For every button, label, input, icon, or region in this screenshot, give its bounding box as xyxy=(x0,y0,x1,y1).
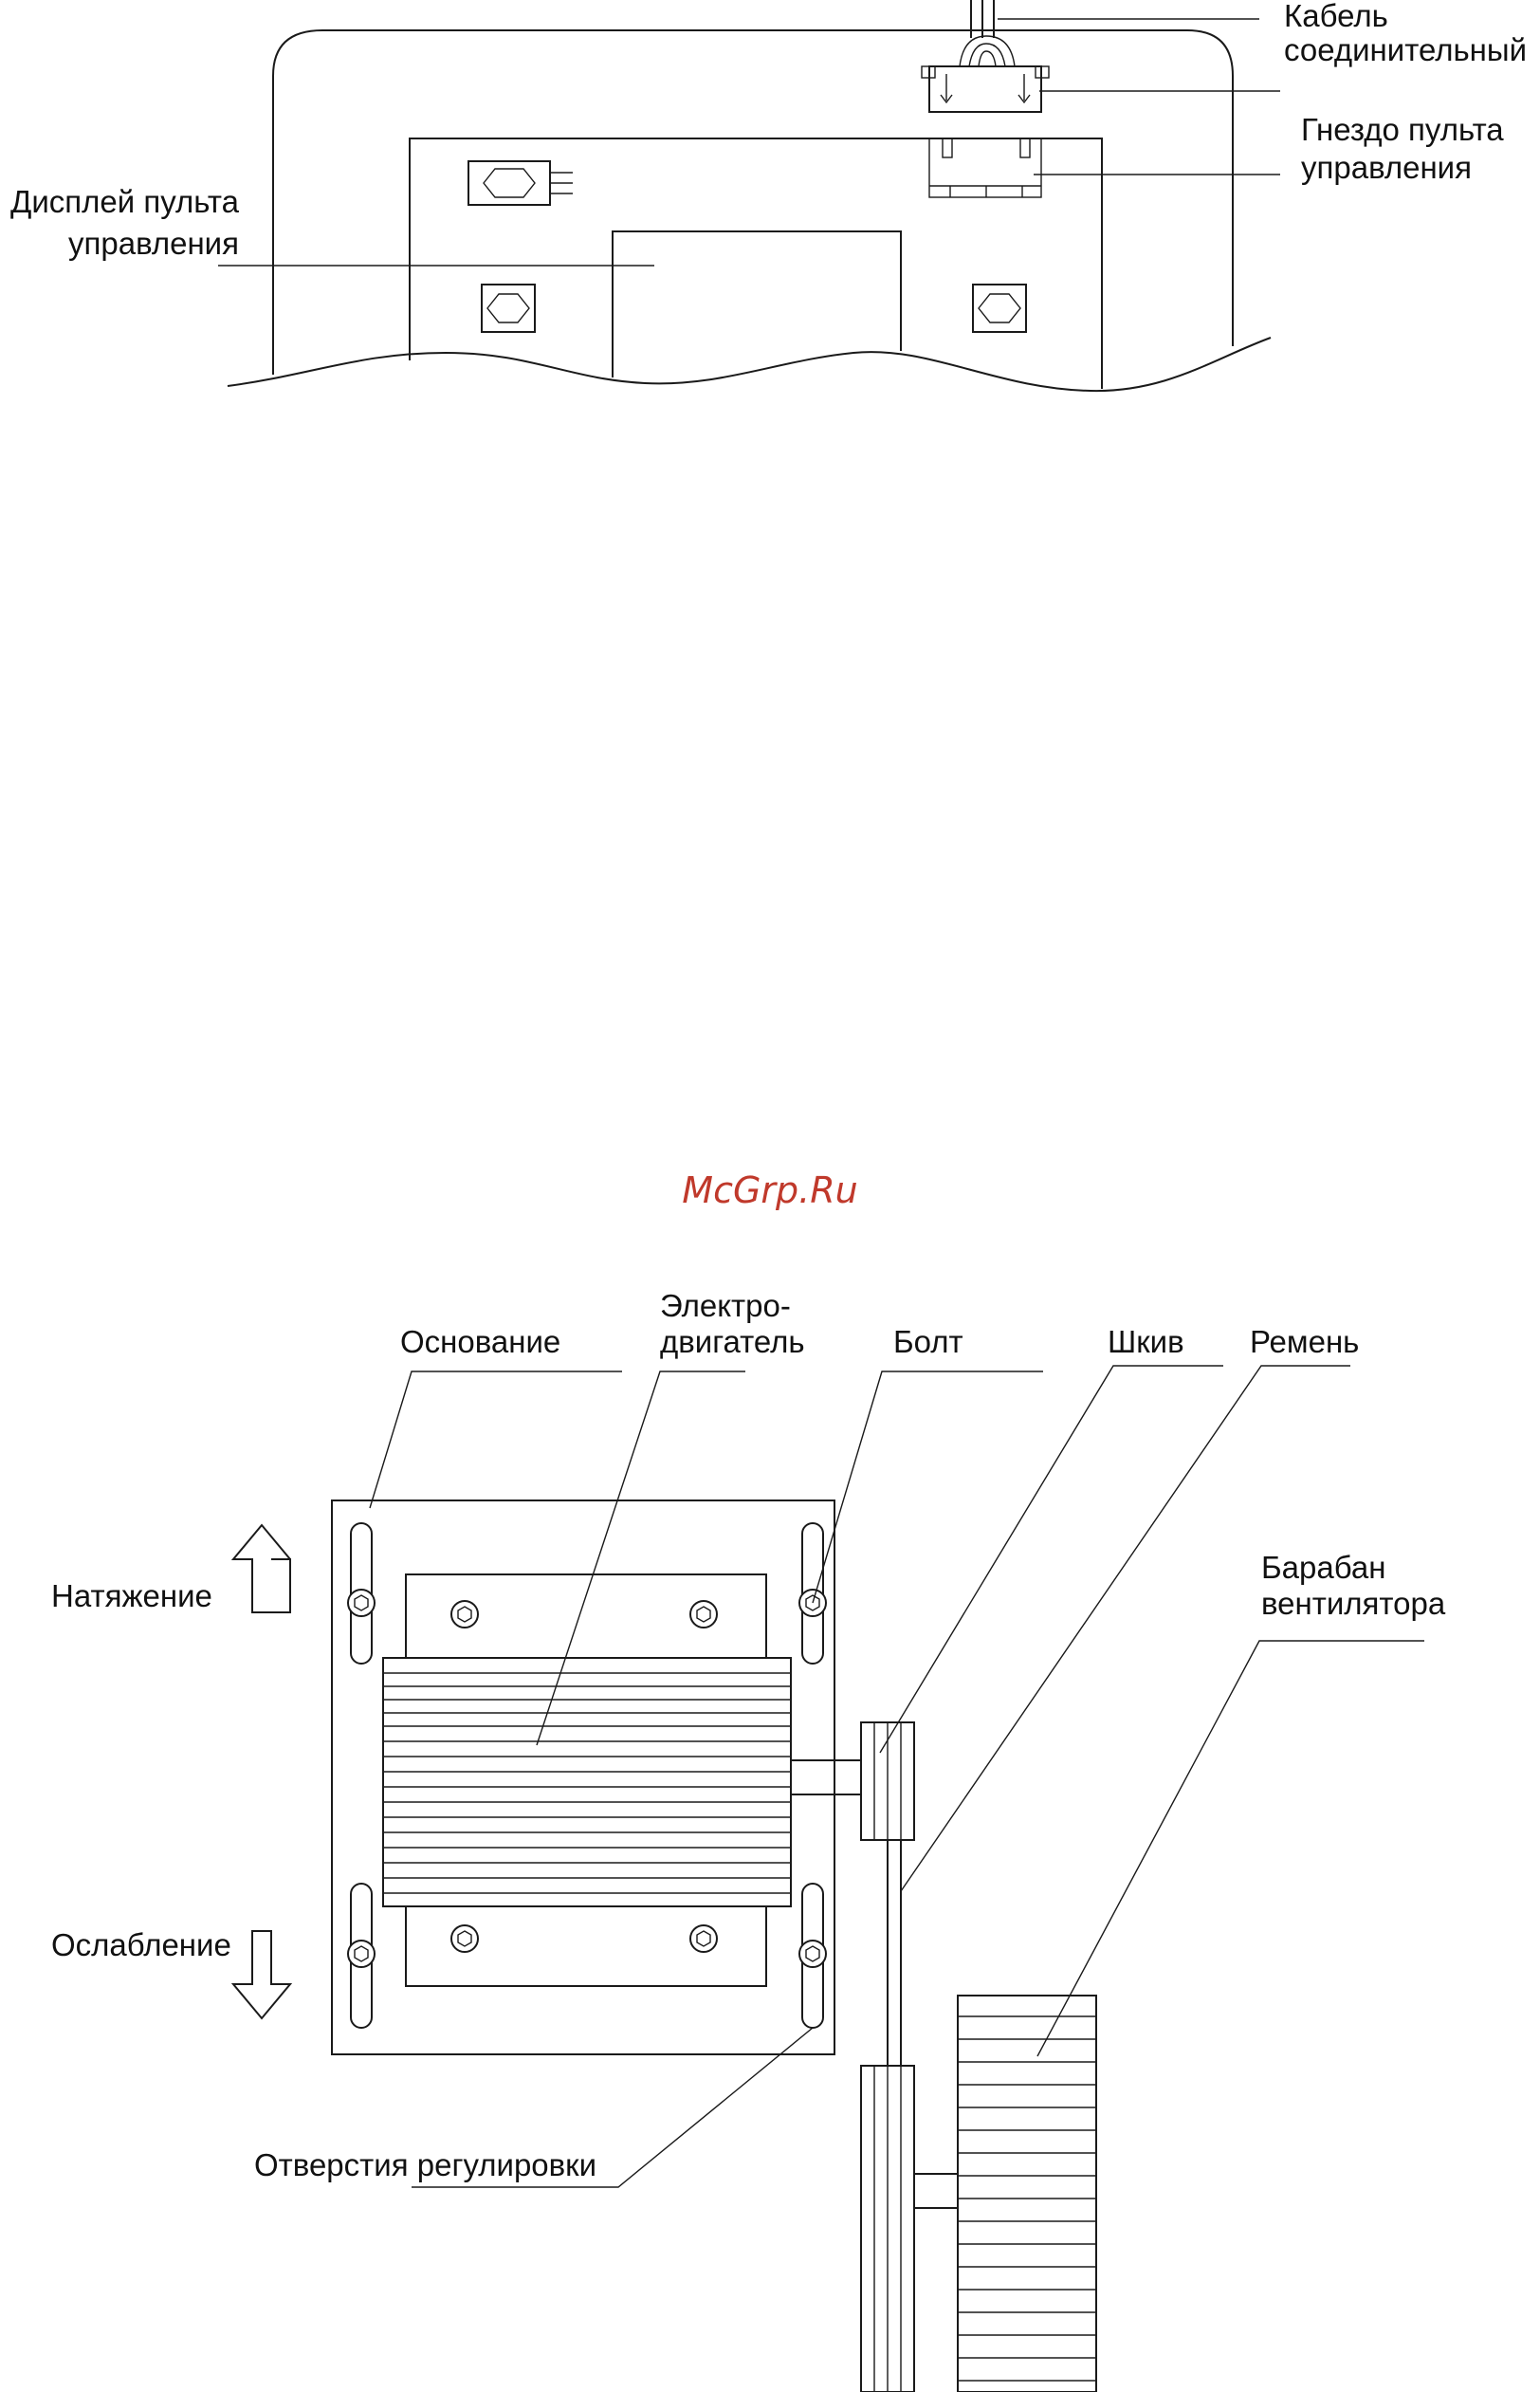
label-base: Основание xyxy=(400,1324,560,1359)
label-adjust-holes: Отверстия регулировки xyxy=(254,2147,596,2182)
label-motor: двигатель xyxy=(660,1324,805,1359)
fan-drum xyxy=(958,1996,1096,2392)
label-cable: соединительный xyxy=(1284,32,1527,67)
motor-bracket xyxy=(406,1904,766,1986)
bolt-icon xyxy=(451,1601,478,1628)
control-panel-diagram: Кабель соединительный Гнездо пульта упра… xyxy=(10,0,1527,391)
base-leader xyxy=(370,1371,622,1508)
panel-board xyxy=(410,138,1102,389)
label-display: Дисплей пульта xyxy=(10,184,240,219)
arrow-down-icon xyxy=(233,1931,290,2018)
motor-bracket xyxy=(406,1574,766,1662)
button-icon xyxy=(973,285,1026,332)
panel-housing xyxy=(273,30,1233,375)
label-display: управления xyxy=(68,226,239,261)
lower-pulley xyxy=(861,2066,914,2392)
belt xyxy=(888,1840,901,2066)
label-socket: управления xyxy=(1301,150,1472,185)
label-belt: Ремень xyxy=(1250,1324,1359,1359)
label-socket: Гнездо пульта xyxy=(1301,112,1504,147)
label-cable: Кабель xyxy=(1284,0,1388,33)
label-bolt: Болт xyxy=(893,1324,963,1359)
button-icon xyxy=(468,161,573,205)
cable-connector xyxy=(922,0,1049,112)
motor-body xyxy=(383,1658,791,1906)
label-tension: Натяжение xyxy=(51,1578,212,1613)
pulley-leader xyxy=(880,1366,1223,1753)
bolt-icon xyxy=(690,1601,717,1628)
drum-leader xyxy=(1037,1641,1424,2056)
arrow-up-icon xyxy=(233,1525,290,1612)
bolt-icon xyxy=(690,1925,717,1952)
slot-bolt-icon xyxy=(348,1941,375,1967)
motor-shaft xyxy=(791,1760,871,1794)
drum-shaft xyxy=(914,2174,960,2208)
motor-belt-diagram: Основание Электро- двигатель Болт Шкив Р… xyxy=(51,1288,1446,2392)
slot-bolt-icon xyxy=(348,1590,375,1616)
belt-leader xyxy=(901,1366,1350,1891)
label-pulley: Шкив xyxy=(1108,1324,1184,1359)
label-drum: вентилятора xyxy=(1261,1586,1446,1621)
watermark: McGrp.Ru xyxy=(682,1169,857,1211)
panel-socket xyxy=(929,138,1041,197)
label-drum: Барабан xyxy=(1261,1550,1385,1585)
label-release: Ослабление xyxy=(51,1927,231,1962)
slot-bolt-icon xyxy=(799,1941,826,1967)
button-icon xyxy=(482,285,535,332)
display-window xyxy=(613,231,901,377)
bolt-leader xyxy=(813,1371,1043,1603)
bolt-icon xyxy=(451,1925,478,1952)
label-motor: Электро- xyxy=(660,1288,791,1323)
cut-line xyxy=(228,338,1271,391)
